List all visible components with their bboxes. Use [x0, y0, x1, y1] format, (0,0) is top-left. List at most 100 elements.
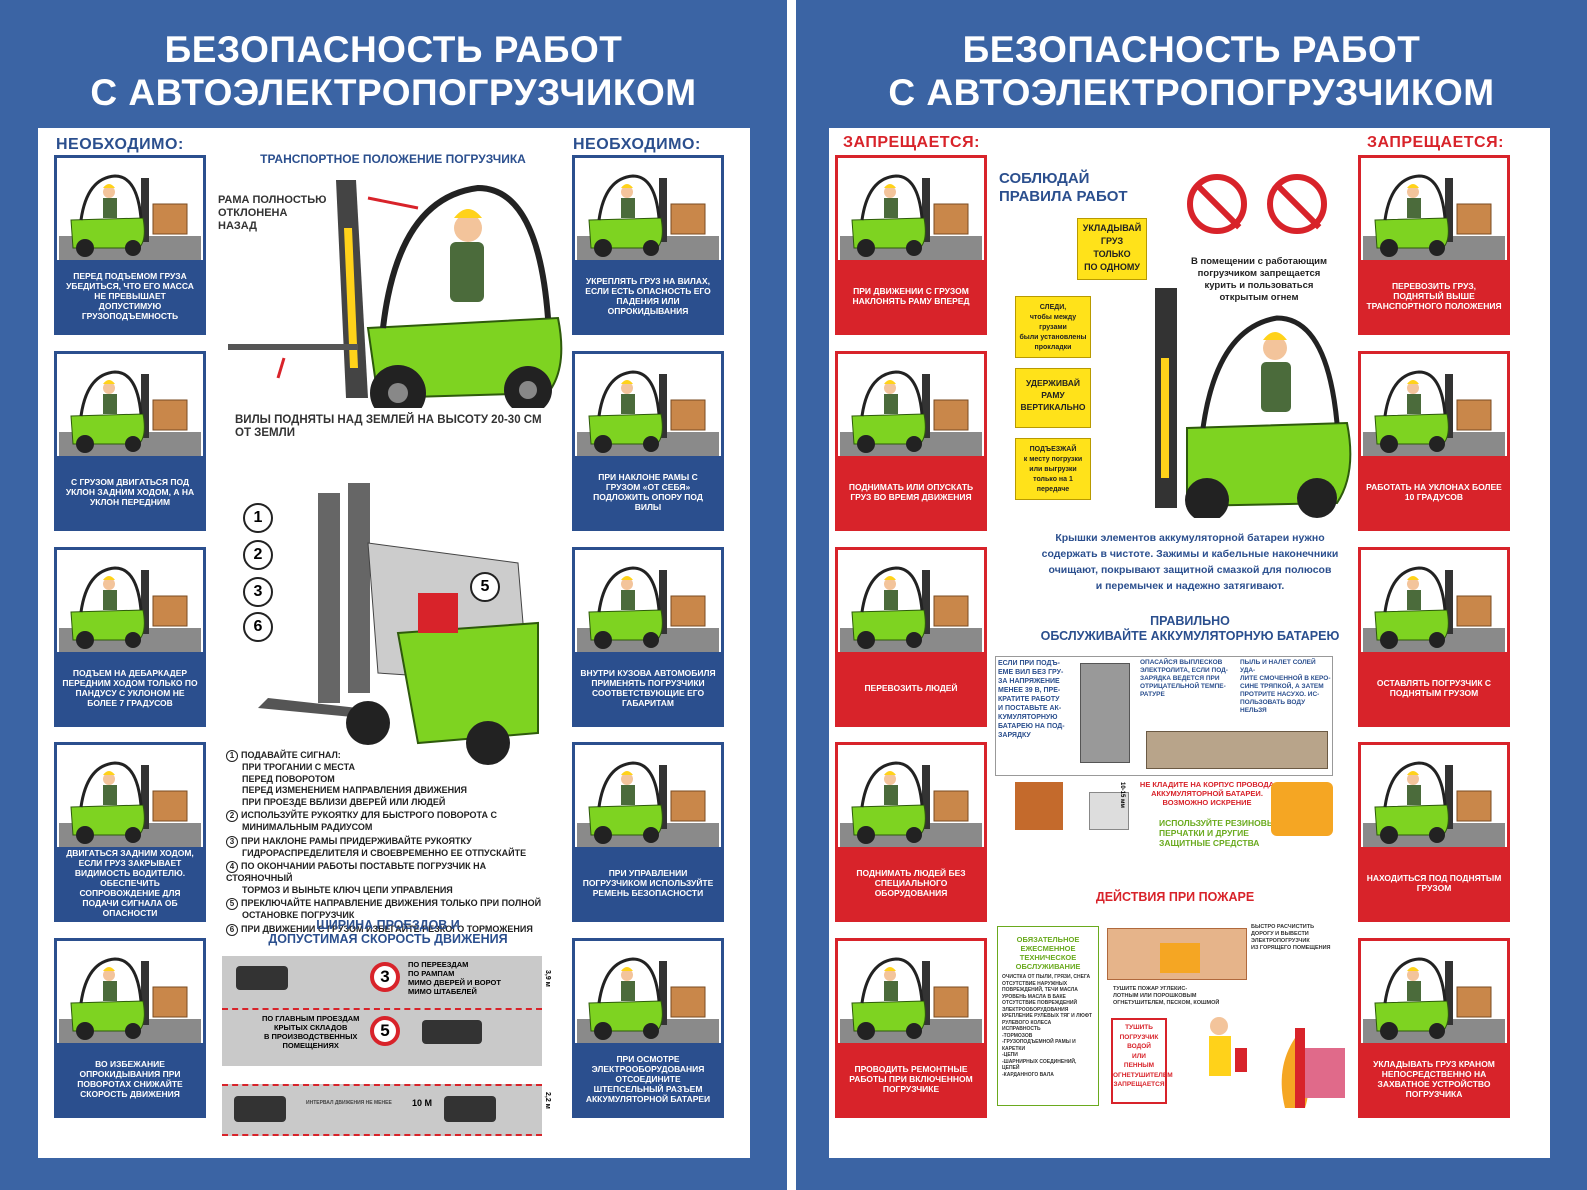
rule-text: ИСПОЛЬЗУЙТЕ РУКОЯТКУ ДЛЯ БЫСТРОГО ПОВОРО…: [241, 810, 497, 820]
forklift-illustration: [577, 552, 719, 654]
maintenance-item: УРОВЕНЬ МАСЛА В БАКЕ: [1002, 993, 1066, 1000]
rule-text: ПРИ НАКЛОНЕ РАМЫ ПРИДЕРЖИВАЙТЕ РУКОЯТКУ: [241, 835, 472, 846]
width-mark-2: 2,2 м: [544, 1092, 551, 1109]
forklift-transport-illustration: [228, 180, 563, 408]
speed-title: ШИРИНА ПРОЕЗДОВ И ДОПУСТИМАЯ СКОРОСТЬ ДВ…: [268, 918, 508, 946]
fire-title: ДЕЙСТВИЯ ПРИ ПОЖАРЕ: [1095, 890, 1255, 904]
forklift-illustration: [577, 356, 719, 458]
charging-forklift-illustration: [1271, 782, 1333, 836]
forklift-illustration: [59, 356, 201, 458]
prohibition-card: ПОДНИМАТЬ ЛЮДЕЙ БЕЗ СПЕЦИАЛЬНОГО ОБОРУДО…: [835, 742, 987, 922]
requirement-card: ПРИ НАКЛОНЕ РАМЫ С ГРУЗОМ «ОТ СЕБЯ» ПОДЛ…: [572, 351, 724, 531]
maintenance-item: -ЦЕПИ: [1002, 1052, 1018, 1058]
prohibition-card: УКЛАДЫВАТЬ ГРУЗ КРАНОМ НЕПОСРЕДСТВЕННО Н…: [1358, 938, 1510, 1118]
rules-title: СОБЛЮДАЙ ПРАВИЛА РАБОТ: [999, 170, 1128, 205]
maintenance-item: ОТСУТСТВИЕ НАРУЖНЫХ ПОВРЕЖДЕНИЙ, ТЕЧИ МА…: [1002, 980, 1078, 994]
card-caption: ПЕРЕД ПОДЪЕМОМ ГРУЗА УБЕДИТЬСЯ, ЧТО ЕГО …: [57, 260, 203, 332]
rule-number: 1: [226, 750, 238, 762]
card-caption: ПРИ НАКЛОНЕ РАМЫ С ГРУЗОМ «ОТ СЕБЯ» ПОДЛ…: [575, 456, 721, 528]
forklift-illustration: [1363, 356, 1505, 458]
column-header-left: ЗАПРЕЩАЕТСЯ:: [843, 134, 980, 151]
battery-diagram: ЕСЛИ ПРИ ПОДЪ-ЕМЕ ВИЛ БЕЗ ГРУ- ЗА НАПРЯЖ…: [995, 656, 1333, 776]
battery-voltage-text: ЕСЛИ ПРИ ПОДЪ-ЕМЕ ВИЛ БЕЗ ГРУ- ЗА НАПРЯЖ…: [998, 660, 1065, 739]
forks-note: ВИЛЫ ПОДНЯТЫ НАД ЗЕМЛЕЙ НА ВЫСОТУ 20-30 …: [235, 414, 542, 439]
prohibition-card: ПОДНИМАТЬ ИЛИ ОПУСКАТЬ ГРУЗ ВО ВРЕМЯ ДВИ…: [835, 351, 987, 531]
transport-title: ТРАНСПОРТНОЕ ПОЛОЖЕНИЕ ПОГРУЗЧИКА: [260, 152, 526, 166]
card-caption: ПЕРЕВОЗИТЬ ЛЮДЕЙ: [838, 652, 984, 724]
rule-number: 4: [226, 861, 238, 873]
requirement-card: ВНУТРИ КУЗОВА АВТОМОБИЛЯ ПРИМЕНЯТЬ ПОГРУ…: [572, 547, 724, 727]
maintenance-item: КРЕПЛЕНИЕ РУЛЕВЫХ ТЯГ И ЛЮФТ РУЛЕВОГО КО…: [1002, 1013, 1092, 1026]
forklift-illustration: [577, 160, 719, 262]
rule-text: ПРИ ТРОГАНИИ С МЕСТА: [242, 762, 356, 772]
card-caption: ВНУТРИ КУЗОВА АВТОМОБИЛЯ ПРИМЕНЯТЬ ПОГРУ…: [575, 652, 721, 724]
poster-title: БЕЗОПАСНОСТЬ РАБОТ С АВТОЭЛЕКТРОПОГРУЗЧИ…: [90, 29, 697, 113]
prohibition-card: НАХОДИТЬСЯ ПОД ПОДНЯТЫМ ГРУЗОМ: [1358, 742, 1510, 922]
rule-text: МИНИМАЛЬНЫМ РАДИУСОМ: [242, 822, 373, 832]
battery-cells: [1146, 731, 1328, 769]
poster-panel: ЗАПРЕЩАЕТСЯ: ЗАПРЕЩАЕТСЯ: ПРИ ДВИЖЕНИИ С…: [829, 128, 1550, 1158]
prohibition-card: РАБОТАТЬ НА УКЛОНАХ БОЛЕЕ 10 ГРАДУСОВ: [1358, 351, 1510, 531]
forklift-top-view: [234, 1096, 286, 1122]
prohibition-card: ПРИ ДВИЖЕНИИ С ГРУЗОМ НАКЛОНЯТЬ РАМУ ВПЕ…: [835, 155, 987, 335]
maintenance-item: ОЧИСТКА ОТ ПЫЛИ, ГРЯЗИ, СНЕГА: [1002, 974, 1091, 980]
rule-number: 3: [226, 835, 238, 848]
card-caption: ПОДНИМАТЬ ЛЮДЕЙ БЕЗ СПЕЦИАЛЬНОГО ОБОРУДО…: [838, 847, 984, 919]
prohibition-card: ПЕРЕВОЗИТЬ ЛЮДЕЙ: [835, 547, 987, 727]
requirement-card: ДВИГАТЬСЯ ЗАДНИМ ХОДОМ, ЕСЛИ ГРУЗ ЗАКРЫВ…: [54, 742, 206, 922]
part-callout: 1: [243, 503, 273, 533]
rule-text: ТОРМОЗ И ВЫНЬТЕ КЛЮЧ ЦЕПИ УПРАВЛЕНИЯ: [242, 884, 453, 895]
forklift-illustration: [59, 552, 201, 654]
rule-text: ПОДАВАЙТЕ СИГНАЛ:: [241, 750, 341, 760]
rule-text: ОСТАНОВКЕ ПОГРУЗЧИК: [242, 910, 355, 920]
forklift-parts-illustration: [258, 483, 539, 765]
poster-title: БЕЗОПАСНОСТЬ РАБОТ С АВТОЭЛЕКТРОПОГРУЗЧИ…: [888, 29, 1495, 113]
card-caption: ПОДЪЕМ НА ДЕБАРКАДЕР ПЕРЕДНИМ ХОДОМ ТОЛЬ…: [57, 652, 203, 724]
width-mark-1: 3,9 м: [544, 970, 551, 987]
forklift-illustration: [1363, 552, 1505, 654]
forklift-illustration: [1363, 160, 1505, 262]
distance-value: 10 М: [412, 1098, 433, 1108]
card-caption: УКРЕПЛЯТЬ ГРУЗ НА ВИЛАХ, ЕСЛИ ЕСТЬ ОПАСН…: [575, 260, 721, 332]
requirement-card: ВО ИЗБЕЖАНИЕ ОПРОКИДЫВАНИЯ ПРИ ПОВОРОТАХ…: [54, 938, 206, 1118]
column-header-right: ЗАПРЕЩАЕТСЯ:: [1367, 134, 1504, 151]
rule-text: ПЕРЕД ПОВОРОТОМ: [242, 773, 335, 784]
dust-cleaning-text: ПЫЛЬ И НАЛЕТ СОЛЕЙ УДА-ЛИТЕ СМОЧЕННОЙ В …: [1240, 659, 1331, 714]
forklift-top-view: [236, 966, 288, 990]
prohibition-card: ОСТАВЛЯТЬ ПОГРУЗЧИК С ПОДНЯТЫМ ГРУЗОМ: [1358, 547, 1510, 727]
rule-text: ПРЕКЛЮЧАЙТЕ НАПРАВЛЕНИЕ ДВИЖЕНИЯ ТОЛЬКО …: [241, 898, 542, 908]
card-caption: РАБОТАТЬ НА УКЛОНАХ БОЛЕЕ 10 ГРАДУСОВ: [1361, 456, 1507, 528]
rule-text: ПРИ ДВИЖЕНИИ С ГРУЗОМ ИЗБЕГАЙТЕ РЕЗКОГО …: [241, 923, 533, 934]
level-check-illustration: [1089, 792, 1129, 830]
card-caption: ВО ИЗБЕЖАНИЕ ОПРОКИДЫВАНИЯ ПРИ ПОВОРОТАХ…: [57, 1043, 203, 1115]
part-callout: 5: [470, 572, 500, 602]
speed-limit-5: 5: [370, 1016, 400, 1046]
poster-right: БЕЗОПАСНОСТЬ РАБОТ С АВТОЭЛЕКТРОПОГРУЗЧИ…: [796, 0, 1587, 1190]
part-callout: 3: [243, 577, 273, 607]
requirement-card: ПЕРЕД ПОДЪЕМОМ ГРУЗА УБЕДИТЬСЯ, ЧТО ЕГО …: [54, 155, 206, 335]
maintenance-item: -ГРУЗОПОДЪЕМНОЙ РАМЫ И КАРЕТКИ: [1002, 1039, 1076, 1052]
requirement-card: ПРИ УПРАВЛЕНИИ ПОГРУЗЧИКОМ ИСПОЛЬЗУЙТЕ Р…: [572, 742, 724, 922]
forklift-illustration: [59, 160, 201, 262]
rule-text: ПО ОКОНЧАНИИ РАБОТЫ ПОСТАВЬТЕ ПОГРУЗЧИК …: [226, 861, 487, 883]
requirement-card: С ГРУЗОМ ДВИГАТЬСЯ ПОД УКЛОН ЗАДНИМ ХОДО…: [54, 351, 206, 531]
forklift-illustration: [1363, 747, 1505, 849]
rule-number: 6: [226, 923, 238, 936]
